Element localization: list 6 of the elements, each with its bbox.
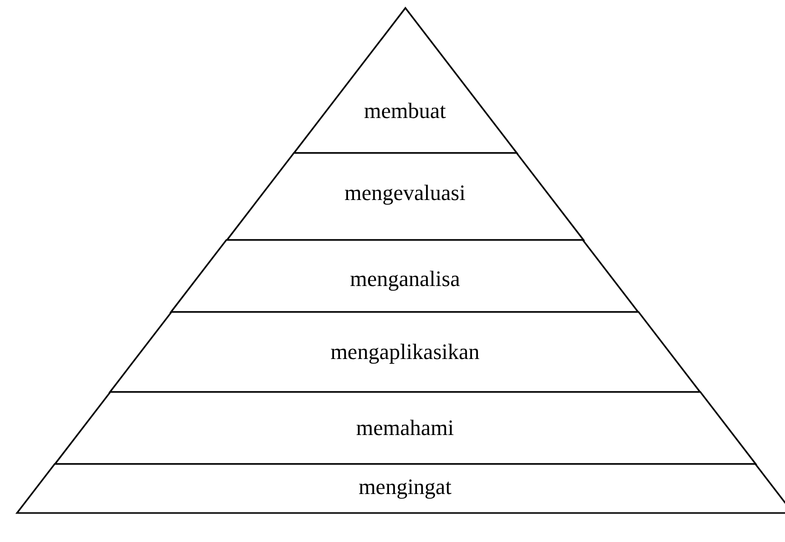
level-label: membuat	[364, 98, 446, 124]
level-label: mengevaluasi	[344, 180, 466, 206]
level-label: mengaplikasikan	[330, 339, 480, 365]
level-label: memahami	[356, 415, 454, 441]
level-label: menganalisa	[350, 266, 460, 292]
level-label: mengingat	[358, 474, 452, 500]
